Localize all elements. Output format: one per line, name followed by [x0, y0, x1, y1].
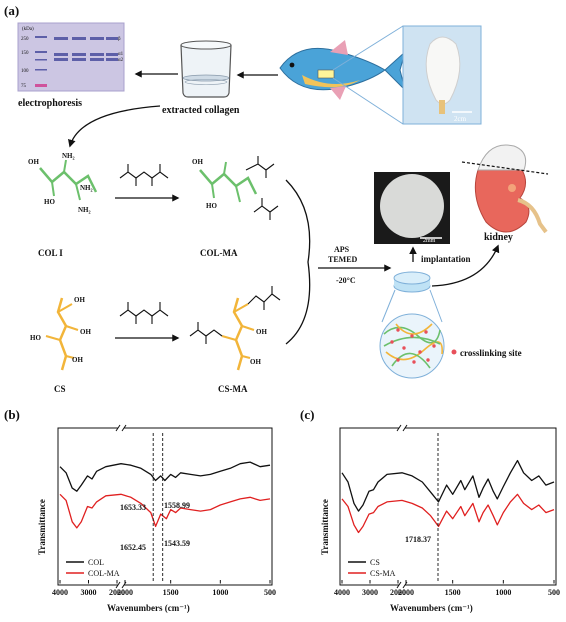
arrow-collagen-to-col [68, 105, 161, 148]
chart-b-xtick-label-4: 1500 [163, 588, 179, 597]
svg-text:OH: OH [250, 358, 261, 366]
chart-c-series-cs-ma-line [341, 493, 555, 534]
chart-c-axis-break [396, 424, 408, 589]
electrophoresis-label: electrophoresis [18, 98, 82, 109]
col-ma-label: COL-MA [200, 248, 238, 258]
chart-b-series-col-ma-line [59, 493, 271, 529]
gel-band-beta: β [118, 37, 121, 42]
crosslinking-site-label: crosslinking site [460, 348, 522, 358]
beaker-icon [180, 40, 232, 98]
chart-b-annotation-1558: 1558.99 [164, 501, 190, 510]
crosslinking-site-legend-marker [451, 349, 457, 355]
chart-c-xtick-label-6: 500 [548, 588, 560, 597]
chart-b-annotation-1653: 1653.33 [120, 503, 146, 512]
temperature-label: -20°C [336, 276, 356, 285]
svg-text:OH: OH [80, 328, 91, 336]
zoom-network-right [429, 289, 443, 323]
methacrylic-anhydride-2 [119, 302, 169, 324]
gel-marker-250: 250 [21, 37, 29, 42]
chart-c-xtick-label-1: 3000 [362, 588, 378, 597]
hydrogel-photo: 2mm [374, 172, 450, 244]
chart-b-annotation-1652: 1652.45 [120, 543, 146, 552]
swim-bladder-photo: 2cm [402, 25, 482, 125]
extracted-collagen-label: extracted collagen [162, 105, 240, 116]
chart-b-xtick-label-0: 4000 [52, 588, 68, 597]
zoom-line-upper [332, 25, 404, 71]
chart-b-frame [57, 427, 273, 586]
gel-marker-75: 75 [21, 84, 27, 89]
svg-text:OH: OH [28, 158, 39, 166]
svg-text:OH: OH [256, 328, 267, 336]
svg-text:HO: HO [206, 202, 217, 210]
kidney-label: kidney [484, 232, 513, 243]
chart-b-ylabel: Transmittance [37, 499, 47, 555]
svg-text:OH: OH [74, 296, 85, 304]
chart-b-xtick-label-2: 2000 [109, 588, 125, 597]
chart-c-ylabel: Transmittance [320, 499, 330, 555]
methacrylic-anhydride-1 [119, 164, 169, 186]
chart-b-series-col-line [59, 461, 271, 492]
chart-b-xtick-label-3: 2000 [117, 588, 133, 597]
implantation-label: implantation [421, 254, 471, 264]
chart-c-legend: CS CS-MA [348, 558, 396, 578]
zoom-network-left [381, 289, 396, 323]
panel-a-label: (a) [4, 3, 19, 18]
hydrogel-disk-icon [393, 271, 431, 293]
panel-c-label: (c) [300, 407, 314, 422]
chart-b-legend-col-ma: COL-MA [88, 569, 120, 578]
svg-text:NH₂: NH₂ [78, 206, 91, 214]
chart-c-xlabel: Wavenumbers (cm⁻¹) [390, 603, 473, 613]
kidney-icon [461, 144, 549, 234]
cs-ma-label: CS-MA [218, 384, 248, 394]
gel-band-alpha2: α2 [118, 58, 124, 63]
svg-text:NH₂: NH₂ [62, 152, 75, 160]
svg-text:OH: OH [192, 158, 203, 166]
chart-c-legend-cs-ma: CS-MA [370, 569, 396, 578]
gel-image: (kDa) 250 150 100 75 β α1 α2 [17, 22, 125, 92]
chart-c-xtick-label-5: 1000 [495, 588, 511, 597]
chart-b-xlabel: Wavenumbers (cm⁻¹) [107, 603, 190, 613]
col-i-label: COL I [38, 248, 63, 258]
chart-c-frame [339, 427, 557, 586]
panel-b-label: (b) [4, 407, 20, 422]
chart-b-xtick-label-6: 500 [264, 588, 276, 597]
cs-ma-structure: OH OH [189, 286, 281, 371]
gel-unit-label: (kDa) [22, 27, 34, 32]
gel-marker-150: 150 [21, 51, 29, 56]
chart-c-annotation-1718: 1718.37 [405, 535, 431, 544]
chart-b-legend-col: COL [88, 558, 104, 567]
svg-text:HO: HO [44, 198, 55, 206]
gel-band-alpha1: α1 [118, 52, 124, 57]
chart-c-xtick-label-2: 2000 [390, 588, 406, 597]
chart-c-xtick-label-0: 4000 [334, 588, 350, 597]
chart-c-series-cs-line [341, 459, 555, 512]
chart-b-xtick-label-5: 1000 [212, 588, 228, 597]
scale-2cm: 2cm [454, 115, 467, 123]
chart-b-xtick-label-1: 3000 [81, 588, 97, 597]
merge-bracket [285, 179, 311, 345]
cs-structure: OH OH HO OH [30, 296, 91, 371]
scale-2mm: 2mm [423, 238, 436, 244]
chart-c-xtick-label-4: 1500 [445, 588, 461, 597]
gel-marker-100: 100 [21, 69, 29, 74]
col-ma-structure: OH HO [192, 156, 279, 220]
col-i-structure: OH NH₂ NH₂ HO NH₂ [28, 152, 98, 214]
chart-c-xtick-label-3: 2000 [398, 588, 414, 597]
zoom-line-lower [332, 77, 404, 125]
chart-b-legend: COL COL-MA [66, 558, 120, 578]
crosslinked-network-icon [379, 313, 445, 379]
svg-text:HO: HO [30, 334, 41, 342]
chart-c-legend-cs: CS [370, 558, 380, 567]
fish-icon [279, 40, 406, 100]
svg-text:NH₂: NH₂ [80, 184, 93, 192]
temed-label: TEMED [328, 255, 358, 264]
aps-label: APS [334, 245, 350, 254]
arrow-to-kidney [431, 244, 500, 287]
svg-text:OH: OH [72, 356, 83, 364]
chart-b-annotation-1543: 1543.59 [164, 539, 190, 548]
cs-label: CS [54, 384, 66, 394]
